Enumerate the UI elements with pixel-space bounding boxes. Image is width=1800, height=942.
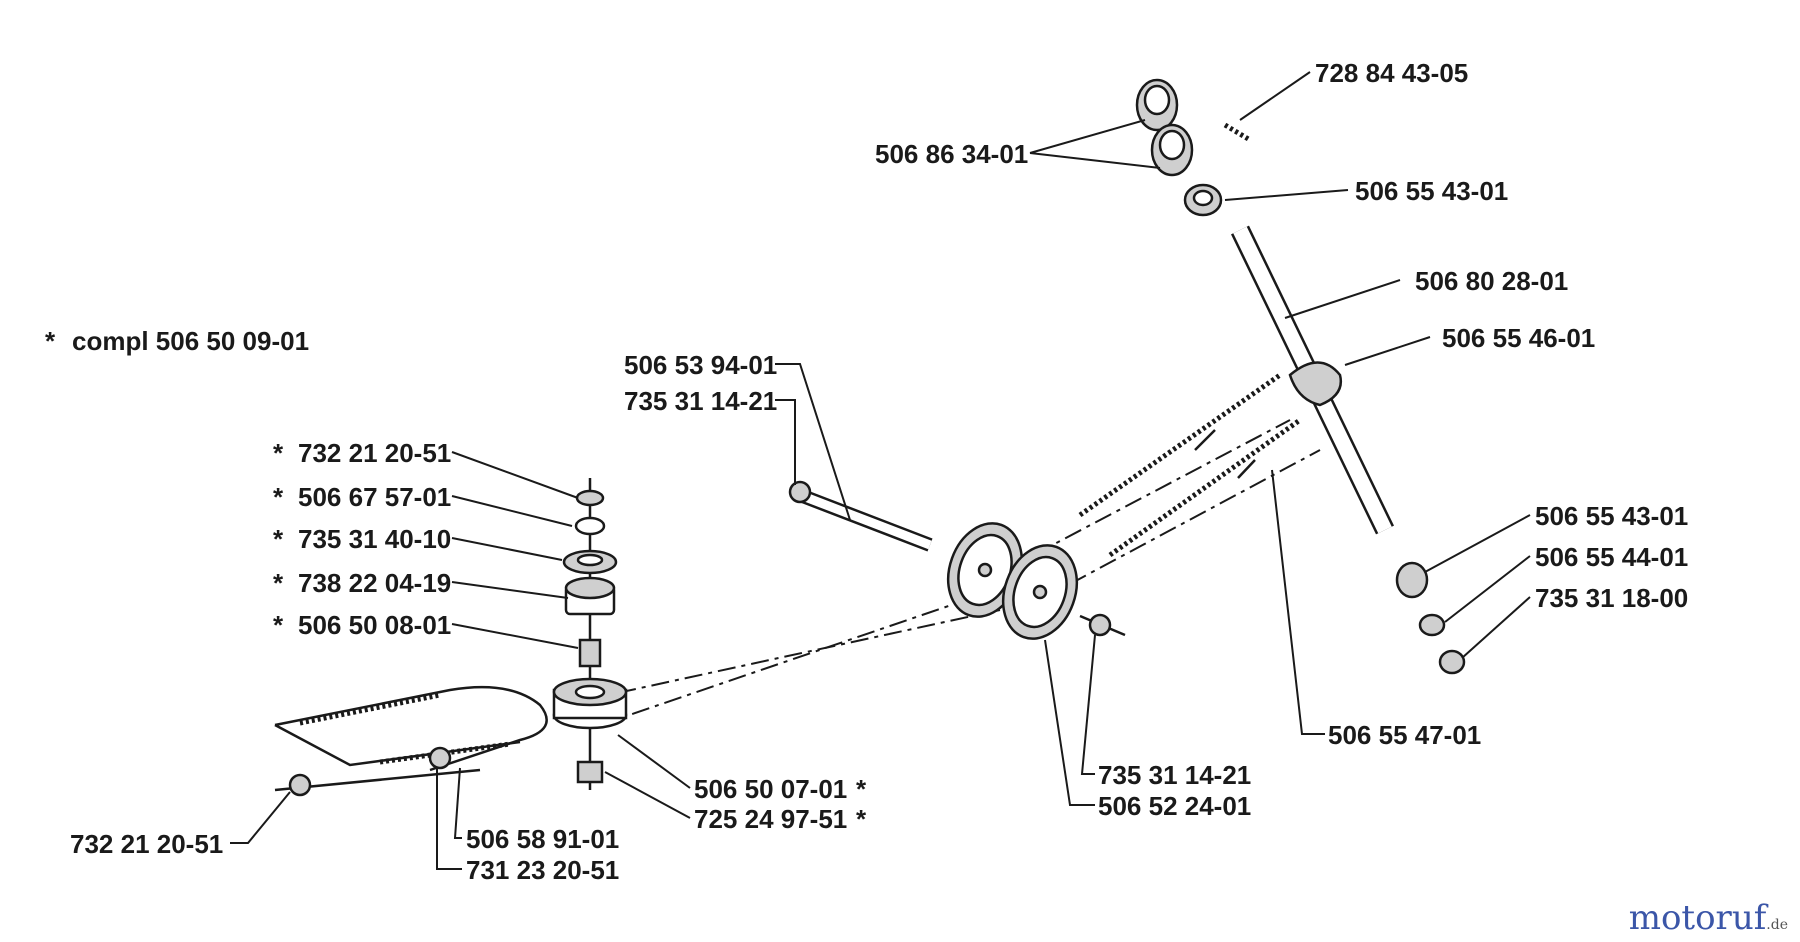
part-label: 728 84 43-05	[1315, 58, 1468, 88]
leader-line	[1029, 119, 1146, 154]
brand-name: motoruf	[1628, 898, 1767, 938]
part-label: 506 50 08-01	[298, 610, 451, 640]
brand-watermark: motoruf.de	[1629, 898, 1788, 938]
note-text: compl 506 50 09-01	[72, 326, 309, 356]
drive-belt	[1004, 419, 1291, 571]
cable-ferrule	[1194, 429, 1216, 451]
part-label: 506 55 43-01	[1535, 501, 1688, 531]
cable-nut	[428, 746, 452, 770]
leader-line	[1029, 152, 1161, 169]
leader-line	[451, 581, 569, 599]
leader-line	[1444, 555, 1531, 623]
leader-lines	[230, 71, 1531, 870]
top-bushing-1-face	[1143, 84, 1171, 116]
stack-washer	[575, 489, 605, 507]
pulley-bolt-head	[576, 760, 604, 784]
part-label: 735 31 14-21	[1098, 760, 1251, 790]
lower-cable	[274, 685, 548, 772]
stack-bearing-top	[564, 576, 616, 600]
column-lock-nut	[1438, 649, 1466, 675]
part-label-star: *	[273, 568, 284, 598]
part-label: 506 58 91-01	[466, 824, 619, 854]
top-collar-hole	[1192, 189, 1214, 207]
part-label: 735 31 18-00	[1535, 583, 1688, 613]
part-label: 738 22 04-19	[298, 568, 451, 598]
cable-thread	[379, 741, 511, 765]
leader-line	[1284, 279, 1401, 319]
leader-line	[775, 363, 851, 521]
leader-line	[604, 771, 691, 819]
leader-line	[451, 451, 579, 499]
drive-belt	[599, 584, 1011, 726]
leader-line	[1080, 634, 1096, 775]
part-label: 506 55 44-01	[1535, 542, 1688, 572]
part-label-star: *	[856, 774, 867, 804]
drive-assembly-drawing	[274, 78, 1466, 797]
part-label: 731 23 20-51	[466, 855, 619, 885]
twin-pulley-nut	[1088, 613, 1112, 637]
part-label: 506 55 47-01	[1328, 720, 1481, 750]
cable-ferrule	[1237, 459, 1256, 479]
leader-line	[1344, 336, 1431, 366]
part-label: 506 55 43-01	[1355, 176, 1508, 206]
brand-tld: .de	[1766, 917, 1788, 933]
part-label-star: *	[273, 524, 284, 554]
column-nut	[1395, 561, 1429, 599]
upper-cable	[1078, 372, 1282, 518]
stack-spring-washer-hole	[576, 553, 604, 567]
leader-line	[1044, 639, 1095, 806]
stack-washer	[574, 516, 606, 536]
leader-line	[1224, 189, 1349, 201]
part-label: 506 67 57-01	[298, 482, 451, 512]
top-screw	[1223, 122, 1252, 143]
part-label: 732 21 20-51	[70, 829, 223, 859]
part-label: 506 80 28-01	[1415, 266, 1568, 296]
leader-line	[436, 768, 462, 870]
part-labels: 728 84 43-05 506 86 34-01 506 55 43-01 5…	[70, 58, 1688, 885]
column-washer	[1418, 613, 1446, 637]
leader-line	[1424, 514, 1531, 573]
leader-line	[1271, 469, 1325, 735]
part-label: 732 21 20-51	[298, 438, 451, 468]
part-label: 735 31 40-10	[298, 524, 451, 554]
part-label: 506 55 46-01	[1442, 323, 1595, 353]
leader-line	[451, 495, 573, 527]
leader-line	[451, 623, 579, 649]
leader-line	[1239, 71, 1311, 121]
lower-cable	[274, 723, 521, 767]
drive-belt	[584, 609, 1001, 701]
leader-line	[775, 399, 796, 485]
twin-pulley-hub	[977, 562, 993, 578]
stack-spacer	[578, 638, 602, 668]
part-label-star: *	[856, 804, 867, 834]
shaft-nut	[788, 480, 812, 504]
lower-cable-right	[1108, 417, 1302, 558]
part-label: 506 50 07-01	[694, 774, 847, 804]
column-sprocket	[1288, 361, 1343, 407]
part-label-star: *	[273, 482, 284, 512]
leader-line	[451, 537, 563, 561]
leader-line	[617, 734, 691, 789]
main-pulley-hub	[574, 684, 606, 700]
part-label-star: *	[273, 438, 284, 468]
part-label-star: *	[273, 610, 284, 640]
leader-line	[1461, 596, 1531, 659]
leader-line	[453, 767, 462, 839]
shaft-rod-inner	[798, 490, 932, 550]
part-label: 506 86 34-01	[875, 139, 1028, 169]
note-star: *	[45, 326, 56, 356]
part-label: 735 31 14-21	[624, 386, 777, 416]
cable-nut	[288, 773, 312, 797]
part-label: 506 53 94-01	[624, 350, 777, 380]
twin-pulley-hub	[1032, 584, 1048, 600]
leader-line	[230, 791, 291, 844]
part-label: 725 24 97-51	[694, 804, 847, 834]
part-label: 506 52 24-01	[1098, 791, 1251, 821]
cable-thread	[299, 692, 441, 726]
top-bushing-2-face	[1158, 129, 1186, 161]
